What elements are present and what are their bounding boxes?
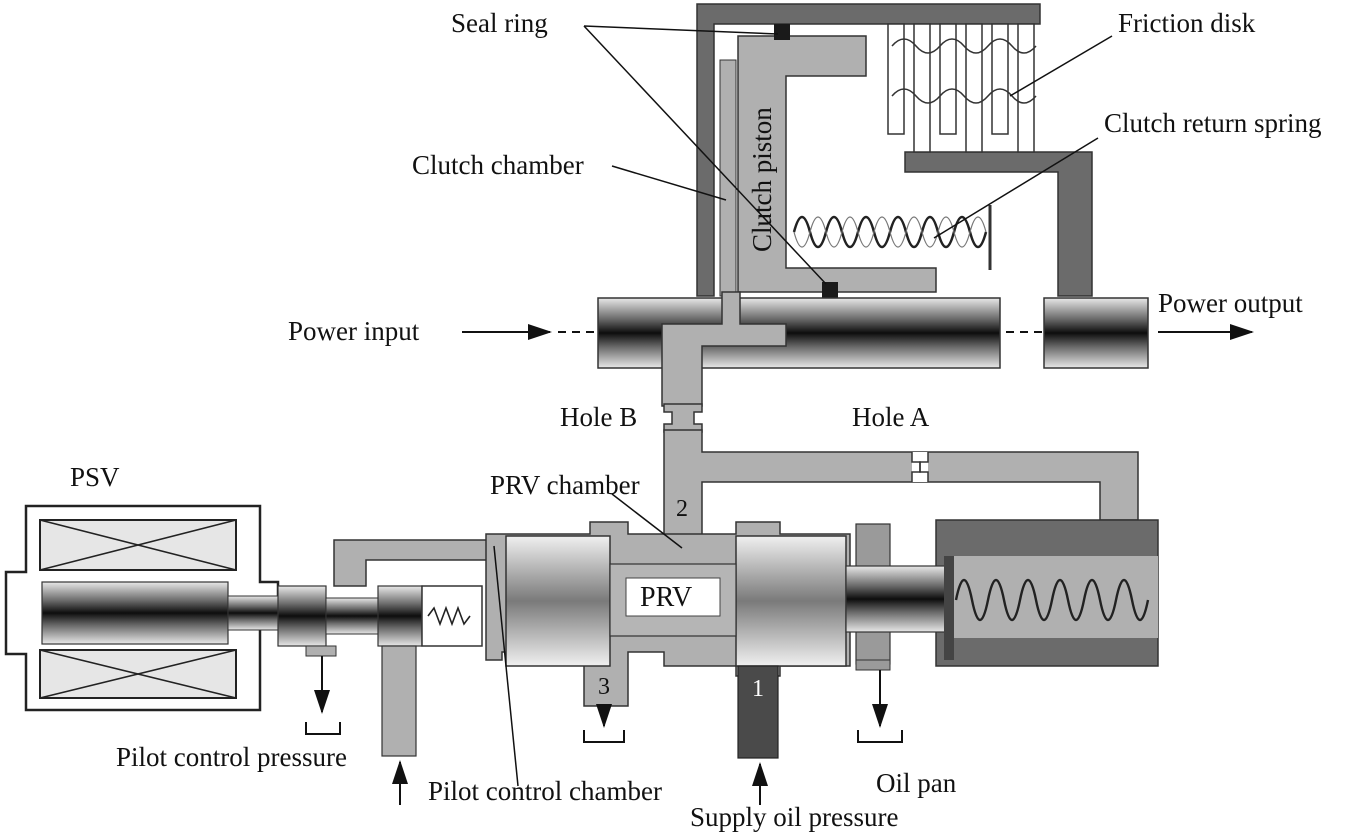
pilot-spring (427, 605, 471, 627)
pilot-spring-box (421, 585, 483, 647)
label-pilot-control-chamber: Pilot control chamber (428, 776, 662, 806)
seal-ring-bottom (822, 282, 838, 298)
label-hole-a: Hole A (852, 402, 930, 432)
prv-spool-rod (845, 565, 947, 633)
pilot-spool-land-b (377, 585, 423, 647)
prv-spool-land-right (735, 535, 847, 667)
clutch-chamber (719, 59, 737, 297)
label-prv: PRV (640, 582, 692, 613)
label-seal-ring: Seal ring (451, 8, 548, 38)
drains (305, 656, 903, 743)
pilot-spool-land-a (277, 585, 327, 647)
output-shaft (1043, 297, 1149, 369)
label-power-input: Power input (288, 316, 420, 346)
psv-solenoid (4, 504, 483, 757)
prv-assembly (485, 519, 1159, 759)
input-shaft (597, 297, 1001, 369)
label-hole-b: Hole B (560, 402, 637, 432)
leader-lines (493, 25, 1113, 787)
supply-port (737, 665, 779, 759)
label-prv-chamber: PRV chamber (490, 470, 640, 500)
prv-label-box (625, 577, 721, 617)
label-clutch-chamber: Clutch chamber (412, 150, 584, 180)
prv-spring (954, 578, 1150, 622)
label-clutch-piston: Clutch piston (747, 107, 777, 252)
label-port-2: 2 (676, 496, 688, 522)
label-psv: PSV (70, 462, 120, 492)
label-supply-oil-pressure: Supply oil pressure (690, 802, 899, 832)
label-port-1: 1 (752, 676, 764, 702)
label-clutch-return-spring: Clutch return spring (1104, 108, 1321, 138)
label-port-3: 3 (598, 674, 610, 700)
label-friction-disk: Friction disk (1118, 8, 1256, 38)
friction-disk-pack (887, 23, 1037, 153)
label-pilot-control-pressure: Pilot control pressure (116, 742, 347, 772)
seal-ring-top (774, 24, 790, 40)
label-power-output: Power output (1158, 288, 1303, 318)
label-oil-pan: Oil pan (876, 768, 957, 798)
clutch-housing (696, 3, 1041, 297)
oil-passages (333, 291, 1139, 587)
prv-spool-land-left (505, 535, 611, 667)
flow-arrows (392, 324, 1254, 805)
pilot-supply-tube (381, 645, 417, 757)
clutch-piston (737, 35, 937, 293)
output-hub (904, 151, 1093, 297)
psv-armature (41, 581, 229, 645)
clutch-assembly (696, 3, 1093, 298)
prv-exhaust-port (855, 659, 891, 671)
